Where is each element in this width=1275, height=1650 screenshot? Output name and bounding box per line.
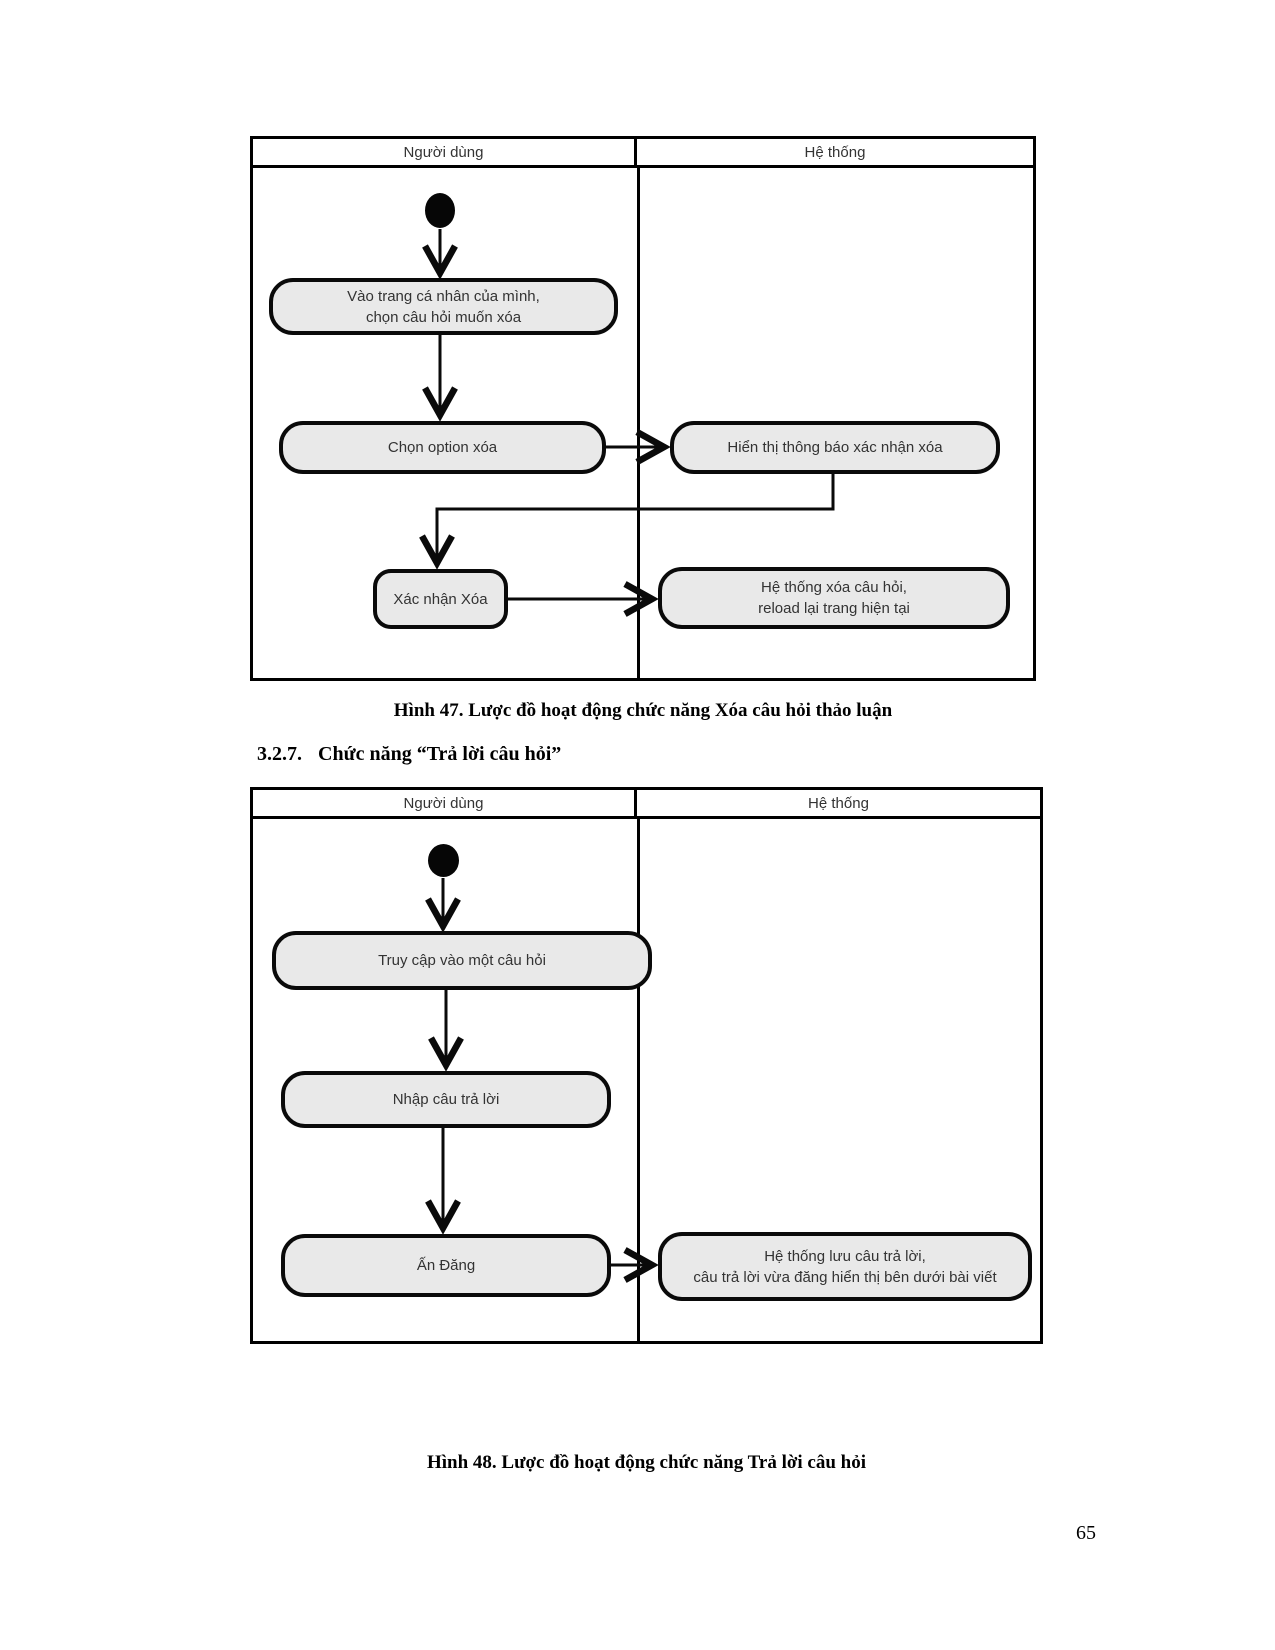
swimlane-label-user: Người dùng xyxy=(253,790,637,816)
node-text-line: Chọn option xóa xyxy=(387,439,498,456)
activity-diagram-delete-question: Người dùng Hệ thống Vào trang cá nhân củ… xyxy=(250,136,1036,681)
swimlane-label-system: Hệ thống xyxy=(808,794,869,812)
page-number: 65 xyxy=(1076,1522,1096,1544)
activity-node-open-profile: Vào trang cá nhân của mình, chọn câu hỏi… xyxy=(269,278,618,335)
activity-diagram-answer-question: Người dùng Hệ thống Truy cập vào một câu… xyxy=(250,787,1043,1344)
swimlane-label-user: Người dùng xyxy=(253,139,637,165)
activity-node-open-question: Truy cập vào một câu hỏi xyxy=(272,931,652,990)
flow-arrows xyxy=(425,878,659,1283)
node-text-line: Nhập câu trả lời xyxy=(392,1091,500,1108)
node-text-line: Vào trang cá nhân của mình, xyxy=(347,287,540,305)
node-text-line: Hiển thị thông báo xác nhận xóa xyxy=(727,439,943,456)
initial-node-icon xyxy=(428,844,459,877)
node-text-line: Hệ thống lưu câu trả lời, xyxy=(764,1247,926,1265)
swimlane-divider xyxy=(637,168,640,678)
swimlane-header: Người dùng Hệ thống xyxy=(253,790,1040,819)
activity-node-confirm-delete: Xác nhận Xóa xyxy=(373,569,508,629)
node-text-line: Hệ thống xóa câu hỏi, xyxy=(761,579,907,596)
section-number: 3.2.7. xyxy=(257,743,302,765)
node-text-line: Truy cập vào một câu hỏi xyxy=(378,952,546,969)
activity-node-press-post: Ấn Đăng xyxy=(281,1234,611,1297)
activity-node-system-delete: Hệ thống xóa câu hỏi, reload lại trang h… xyxy=(658,567,1010,629)
figure-48-caption: Hình 48. Lược đồ hoạt động chức năng Trả… xyxy=(426,1452,867,1473)
figure-47-caption: Hình 47. Lược đồ hoạt động chức năng Xóa… xyxy=(393,700,893,721)
node-text-line: Ấn Đăng xyxy=(416,1257,476,1274)
activity-node-type-answer: Nhập câu trả lời xyxy=(281,1071,611,1128)
section-title: Chức năng “Trả lời câu hỏi” xyxy=(318,743,562,765)
node-text-line: reload lại trang hiện tại xyxy=(758,600,910,617)
swimlane-divider xyxy=(637,819,640,1341)
node-text-line: Xác nhận Xóa xyxy=(393,590,488,608)
arrow-show-confirm-to-confirm-delete xyxy=(419,474,835,570)
initial-node-icon xyxy=(425,193,455,228)
node-text-line: câu trả lời vừa đăng hiển thị bên dưới b… xyxy=(693,1268,997,1286)
activity-node-system-save: Hệ thống lưu câu trả lời, câu trả lời vừ… xyxy=(658,1232,1032,1301)
section-heading: 3.2.7. Chức năng “Trả lời câu hỏi” xyxy=(257,743,561,766)
activity-node-choose-delete-option: Chọn option xóa xyxy=(279,421,606,474)
node-text-line: chọn câu hỏi muốn xóa xyxy=(365,308,522,326)
swimlane-label-system: Hệ thống xyxy=(804,143,866,161)
swimlane-header: Người dùng Hệ thống xyxy=(253,139,1033,168)
activity-node-show-confirm-dialog: Hiển thị thông báo xác nhận xóa xyxy=(670,421,1000,474)
flow-arrows xyxy=(419,229,835,617)
